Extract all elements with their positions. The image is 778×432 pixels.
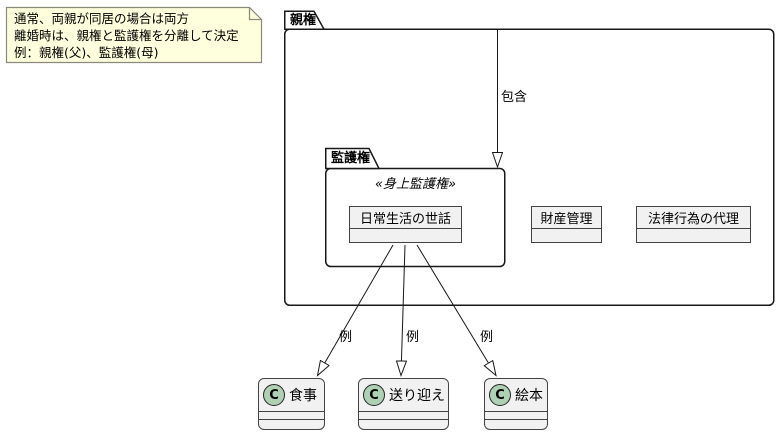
note-fold-icon: [248, 7, 262, 21]
class-meal-fields-compartment: [259, 411, 324, 419]
box-legal-representation-empty-compartment: [637, 229, 750, 242]
class-pickup-methods-compartment: [359, 419, 448, 428]
example-arrow-pickup: [401, 244, 405, 376]
note-shape: [5, 6, 263, 64]
example-arrow-meal: [318, 244, 394, 376]
class-meal-title: C 食事: [259, 379, 324, 411]
class-pickup-title: C 送り迎え: [359, 379, 448, 411]
containment-edge-label: 包含: [501, 90, 528, 105]
box-property-management-label: 財産管理: [532, 207, 601, 229]
note-body: [5, 6, 263, 64]
package-custody-label: 監護権: [331, 151, 371, 166]
box-legal-representation: 法律行為の代理: [636, 206, 751, 243]
example-edge-label-book: 例: [480, 330, 494, 345]
class-icon: C: [263, 384, 285, 406]
box-daily-care-label: 日常生活の世話: [350, 207, 461, 229]
class-picture-book: C 絵本: [484, 378, 548, 430]
class-picture-book-label: 絵本: [515, 388, 543, 404]
class-meal: C 食事: [258, 378, 325, 430]
example-edge-label-pickup: 例: [406, 330, 420, 345]
box-daily-care-empty-compartment: [350, 229, 461, 242]
box-daily-care: 日常生活の世話: [349, 206, 462, 243]
class-picture-book-title: C 絵本: [485, 379, 547, 411]
box-property-management: 財産管理: [531, 206, 602, 243]
box-property-management-empty-compartment: [532, 229, 601, 242]
example-arrow-book: [416, 244, 496, 376]
class-meal-label: 食事: [289, 388, 317, 404]
box-legal-representation-label: 法律行為の代理: [637, 207, 750, 229]
class-meal-methods-compartment: [259, 419, 324, 428]
custody-stereotype: «身上監護権»: [374, 177, 457, 192]
class-picture-book-methods-compartment: [485, 419, 547, 428]
package-custody-tab: [325, 147, 381, 170]
class-icon: C: [489, 384, 511, 406]
class-picture-book-fields-compartment: [485, 411, 547, 419]
package-parental-authority-tab: [284, 10, 326, 30]
example-edge-label-meal: 例: [339, 330, 353, 345]
class-pickup: C 送り迎え: [358, 378, 449, 430]
class-icon: C: [363, 384, 385, 406]
class-pickup-fields-compartment: [359, 411, 448, 419]
package-parental-authority-label: 親権: [290, 13, 317, 28]
class-pickup-label: 送り迎え: [389, 388, 445, 404]
note-text: 通常、両親が同居の場合は両方 離婚時は、親権と監護権を分離して決定 例：親権(父…: [14, 11, 239, 60]
